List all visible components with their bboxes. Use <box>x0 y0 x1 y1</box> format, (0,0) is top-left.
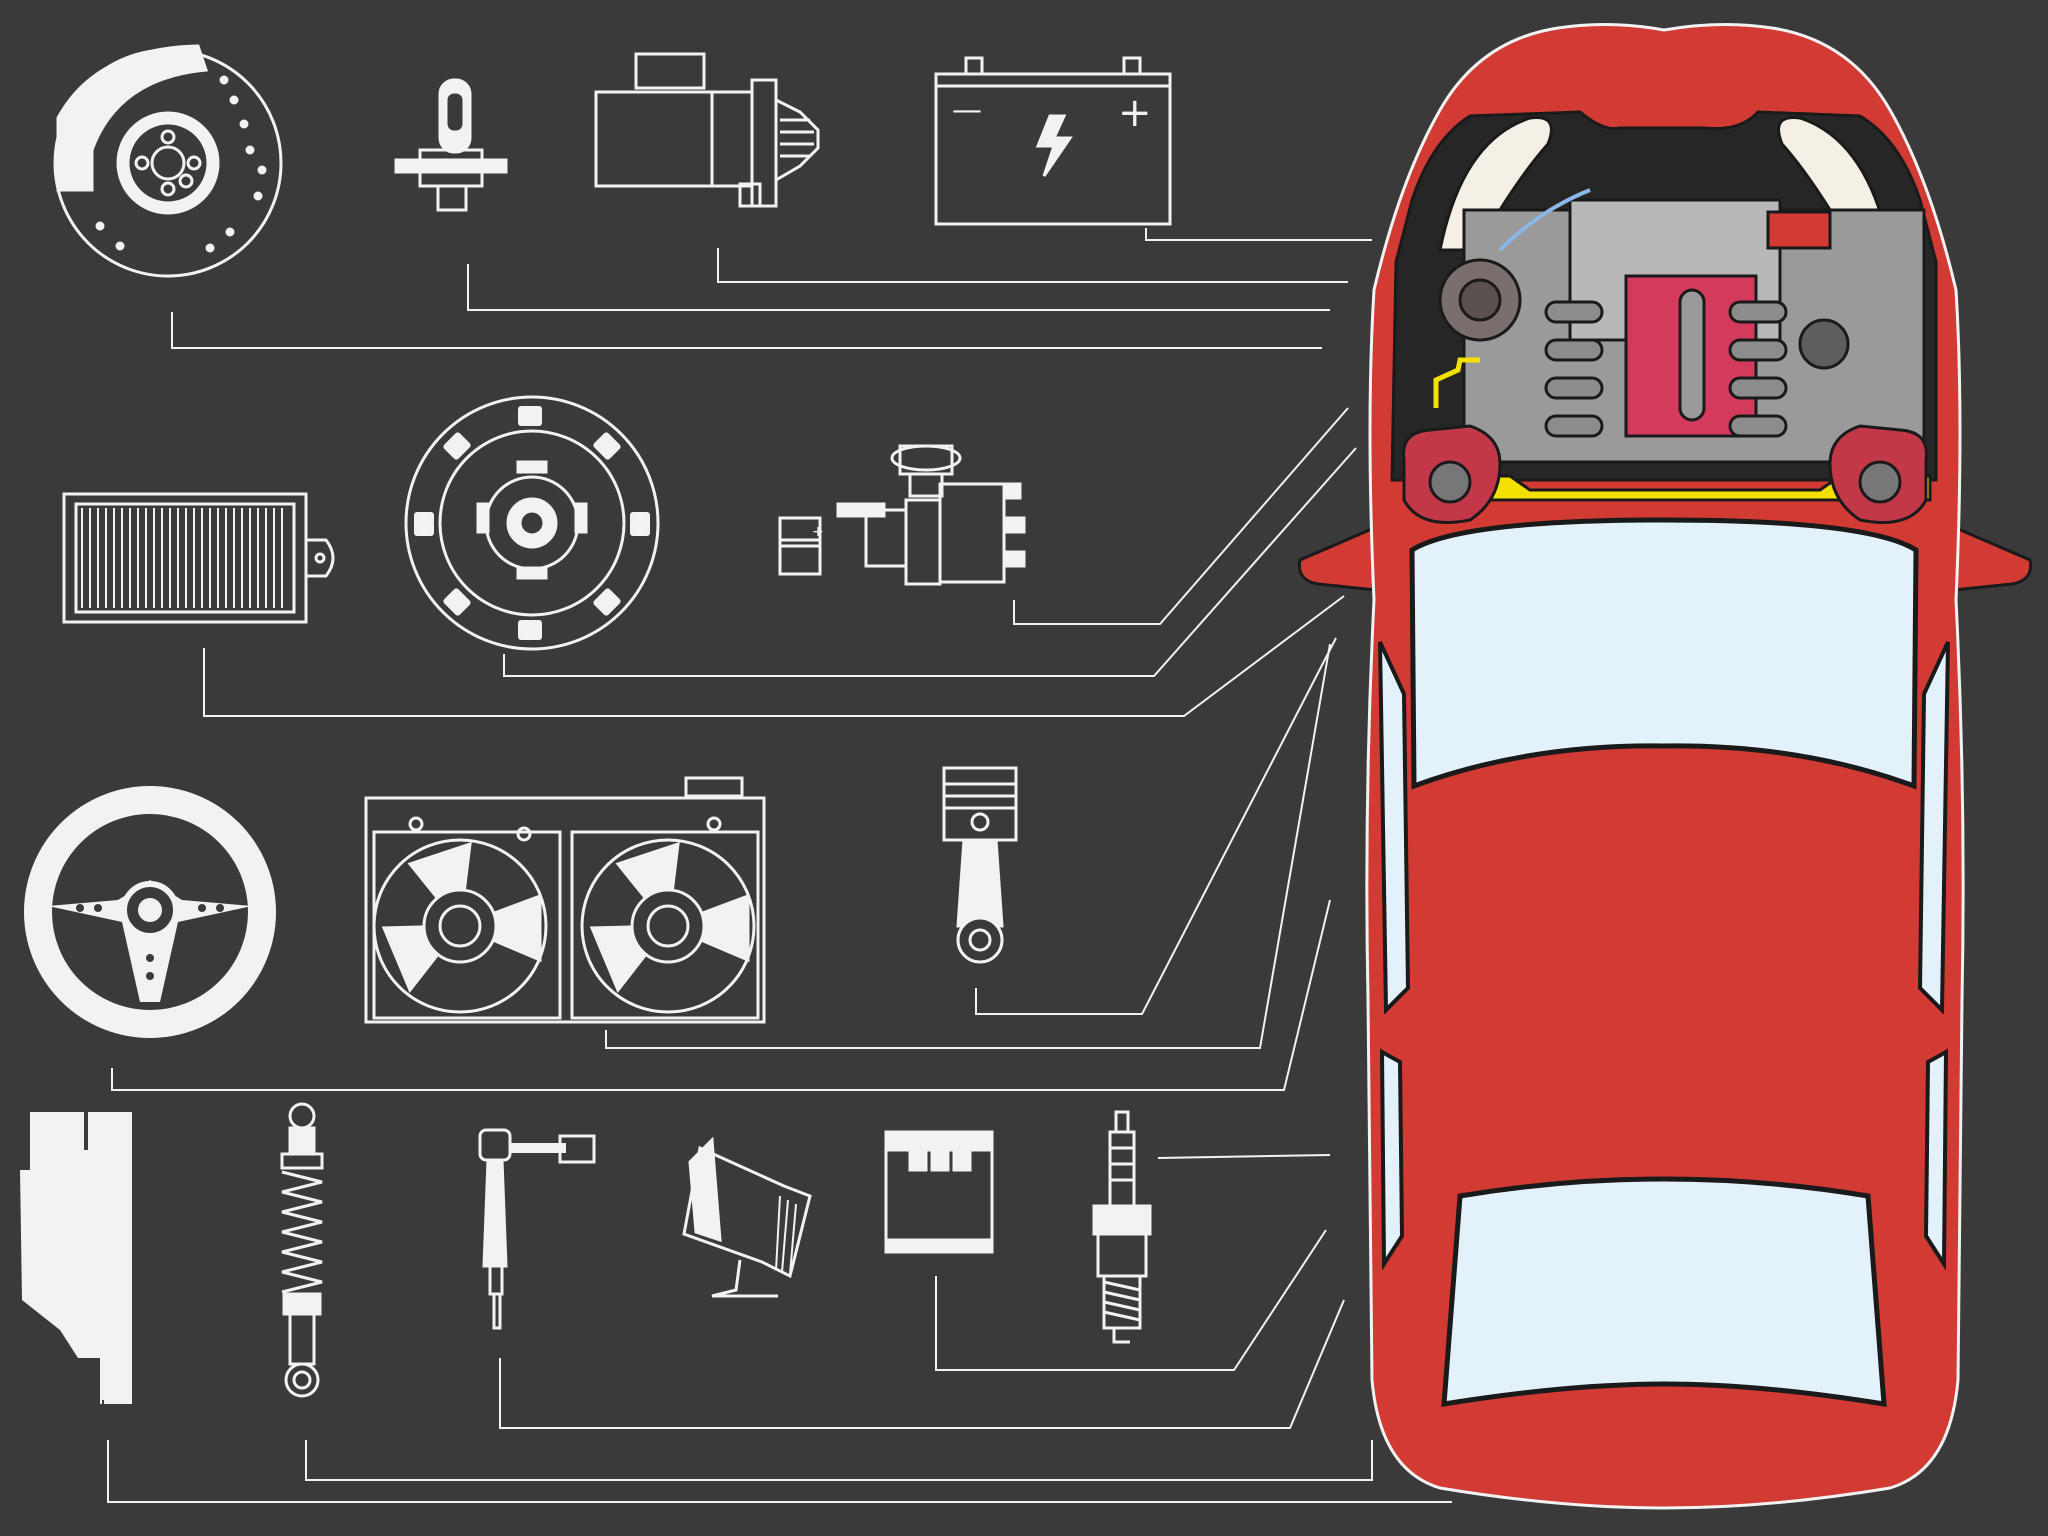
connector-radiator <box>605 643 1331 1049</box>
cylinder-heads <box>1544 300 1788 438</box>
piston-icon <box>942 766 1018 964</box>
radiator-icon <box>364 776 766 1024</box>
muffler-icon <box>20 1112 132 1404</box>
connector-brake <box>171 312 1322 349</box>
side-window-right-front <box>1917 641 1950 1015</box>
strut-tower-left <box>1402 424 1502 524</box>
connector-oilfilter <box>935 1229 1327 1371</box>
horn-icon <box>682 1136 812 1298</box>
connector-sparkplug <box>1157 1154 1331 1159</box>
battery-plus-symbol: + <box>1118 90 1152 136</box>
connector-shock <box>305 1440 1373 1481</box>
connector-distributor <box>1013 407 1349 625</box>
battery: — + <box>934 56 1172 226</box>
exhaust-muffler <box>20 1112 132 1404</box>
engine-pulley-hub <box>1458 278 1502 322</box>
bulb-icon <box>394 78 508 212</box>
connector-muffler <box>107 1440 1452 1503</box>
connector-lines <box>107 228 1452 1503</box>
car-top-view <box>1297 22 2033 1510</box>
engine-cover-slot <box>1678 288 1706 422</box>
oil-filter <box>884 1130 994 1254</box>
engine-fuse-box <box>1766 210 1832 250</box>
stabilizer-link-icon <box>478 1128 596 1330</box>
spark-plug-icon <box>1092 1110 1152 1344</box>
spark-plug <box>1092 1110 1152 1344</box>
oil-filter-icon <box>884 1130 994 1254</box>
strut-tower-right <box>1828 424 1928 524</box>
engine-blue-wire <box>1498 188 1591 252</box>
steering-wheel <box>24 786 276 1038</box>
distributor-icon <box>778 444 1026 586</box>
side-window-right-rear <box>1923 1048 1949 1271</box>
brake-disc-icon <box>53 44 283 278</box>
piston <box>942 766 1018 964</box>
connector-piston <box>975 637 1337 1015</box>
headlight-bulb <box>394 78 508 212</box>
connector-starter <box>717 248 1348 283</box>
connector-stablink <box>499 1299 1345 1429</box>
connector-bulb <box>467 264 1330 311</box>
clutch-disc <box>404 395 660 651</box>
windshield <box>1409 517 1919 790</box>
battery-minus-symbol: — <box>952 93 982 128</box>
horn <box>682 1136 812 1298</box>
engine-yellow-wire <box>1433 357 1480 408</box>
stabilizer-link <box>478 1128 596 1330</box>
connector-battery <box>1145 228 1372 241</box>
shock-absorber <box>280 1102 324 1398</box>
left-mirror <box>1297 525 1378 592</box>
shock-absorber-icon <box>280 1102 324 1398</box>
air-filter <box>62 492 335 624</box>
steering-wheel-icon <box>24 786 276 1038</box>
rear-window <box>1441 1176 1887 1407</box>
radiator-fans <box>364 776 766 1024</box>
side-window-left-rear <box>1379 1048 1405 1271</box>
side-window-left-front <box>1378 641 1411 1015</box>
connector-airfilter <box>203 595 1345 717</box>
connector-clutch <box>503 447 1357 677</box>
starter-motor <box>594 52 820 208</box>
distributor: + <box>778 444 1026 586</box>
brake-disc <box>53 44 283 278</box>
clutch-disc-icon <box>404 395 660 651</box>
engine-pulley-right <box>1798 318 1850 370</box>
battery-icon <box>934 56 1172 226</box>
starter-motor-icon <box>594 52 820 208</box>
right-mirror <box>1952 525 2033 592</box>
connector-steering <box>111 899 1331 1091</box>
air-filter-icon <box>62 492 335 624</box>
distributor-terminal-label: + <box>812 524 824 540</box>
